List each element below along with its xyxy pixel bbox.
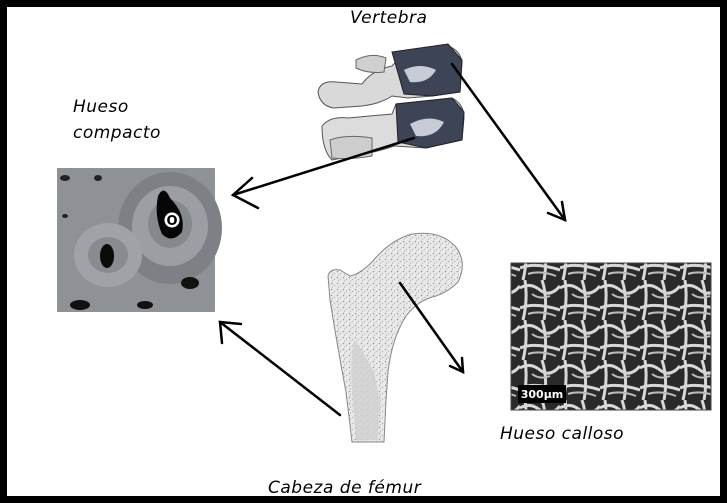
vertebra-illustration: [318, 44, 464, 160]
label-spongy-bone: Hueso calloso: [500, 424, 624, 444]
label-vertebra: Vertebra: [350, 8, 427, 28]
label-compact-bone: Hueso compacto: [73, 94, 161, 146]
compact-bone-micrograph: O: [57, 168, 222, 312]
label-femur-head: Cabeza de fémur: [268, 478, 421, 498]
femur-head-section: [328, 233, 462, 442]
scale-bar-label: 300µm: [521, 388, 564, 401]
osteon-marker: O: [166, 214, 177, 229]
spongy-bone-sem-micrograph: 300µm: [511, 263, 711, 410]
arrow-femur-to-compact: [220, 322, 340, 415]
arrow-vertebra-to-callous: [452, 64, 565, 220]
